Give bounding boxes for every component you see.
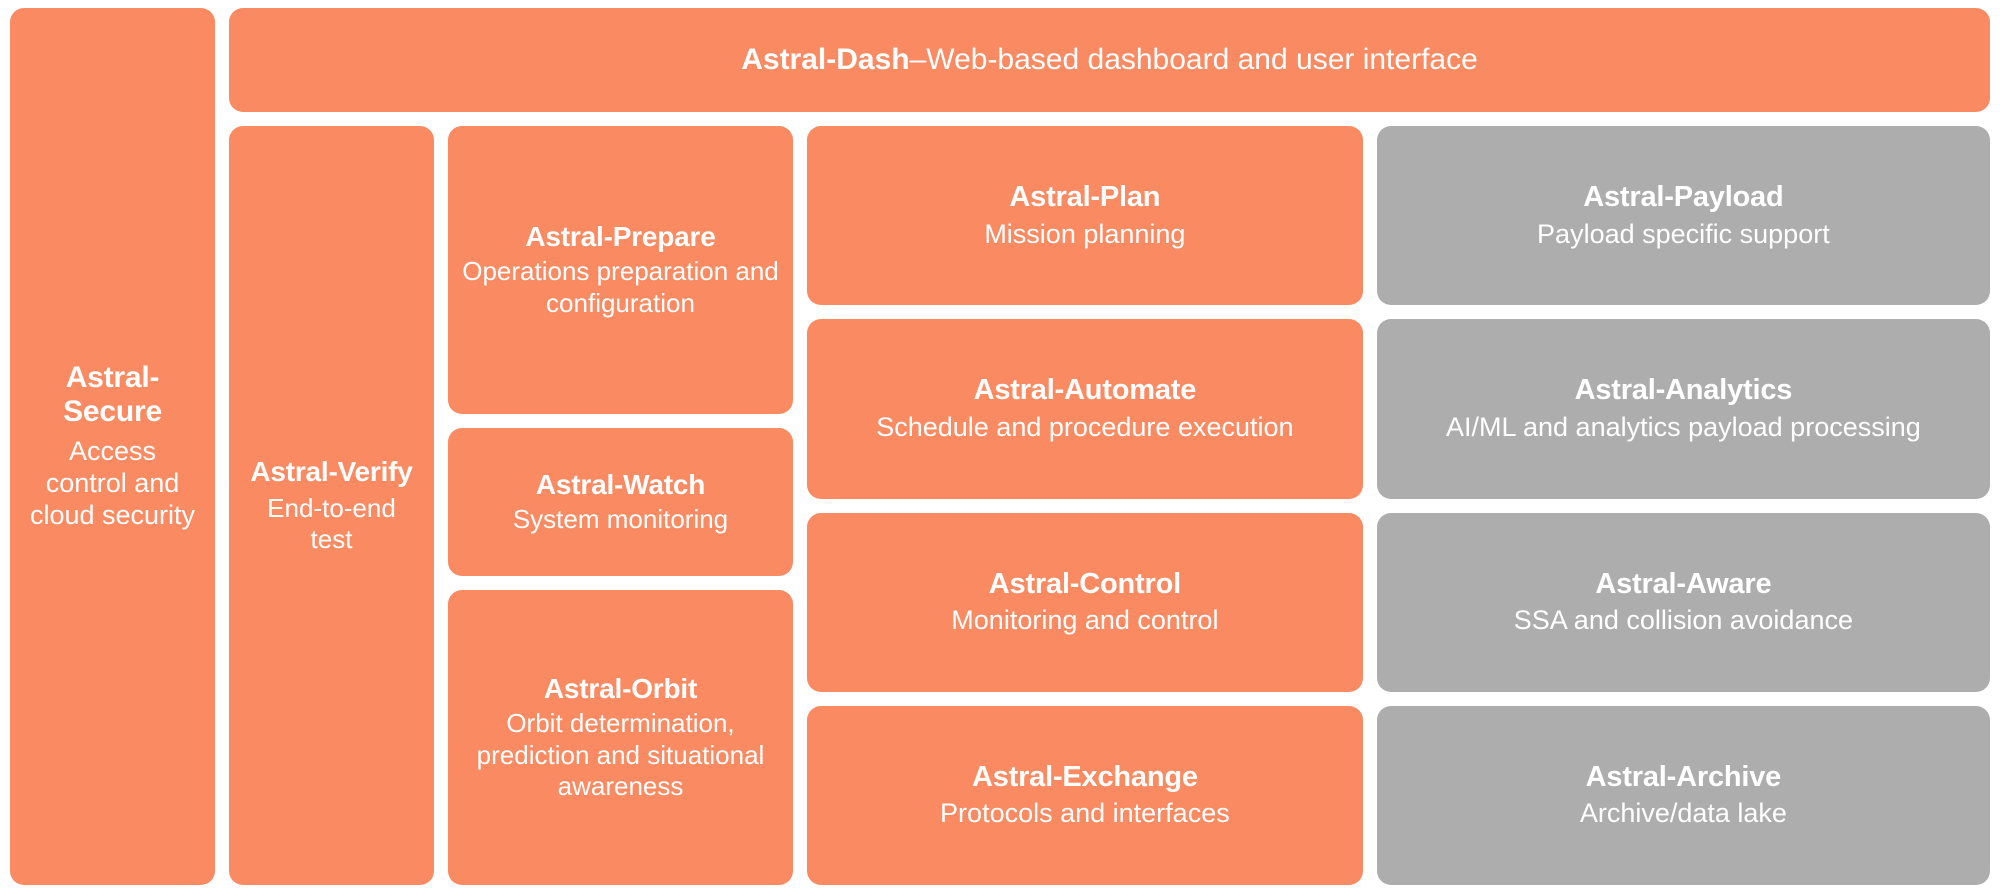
card-subtitle: System monitoring — [512, 504, 729, 535]
card-title: Astral-Verify — [250, 455, 413, 487]
card-astral-exchange[interactable]: Astral-Exchange Protocols and interfaces — [807, 705, 1363, 885]
banner-description: Web-based dashboard and user interface — [926, 43, 1478, 76]
banner-separator: – — [909, 43, 927, 76]
card-subtitle: Operations preparation and configuration — [462, 256, 779, 318]
card-title: Astral-Plan — [1009, 181, 1161, 214]
card-subtitle: Schedule and procedure execution — [876, 411, 1294, 442]
card-astral-watch[interactable]: Astral-Watch System monitoring — [448, 428, 793, 576]
card-subtitle: Monitoring and control — [951, 605, 1219, 636]
extensions-column: Astral-Payload Payload specific support … — [1376, 126, 1990, 885]
card-astral-payload[interactable]: Astral-Payload Payload specific support — [1376, 126, 1990, 306]
card-astral-secure[interactable]: Astral-Secure Access control and cloud s… — [10, 8, 215, 885]
card-astral-control[interactable]: Astral-Control Monitoring and control — [807, 512, 1363, 692]
card-title: Astral-Orbit — [543, 673, 698, 705]
card-title: Astral-Secure — [63, 361, 162, 428]
card-title: Astral-Archive — [1585, 760, 1782, 793]
card-subtitle: Access control and cloud security — [29, 435, 196, 531]
card-title: Astral-Analytics — [1574, 374, 1793, 407]
banner-title: Astral-Dash — [741, 43, 910, 76]
core-column: Astral-Plan Mission planning Astral-Auto… — [807, 126, 1363, 885]
card-subtitle: Orbit determination, prediction and situ… — [476, 708, 765, 801]
card-subtitle: Mission planning — [984, 218, 1186, 249]
banner-astral-dash[interactable]: Astral-Dash – Web-based dashboard and us… — [229, 8, 1990, 112]
operations-column: Astral-Prepare Operations preparation an… — [448, 126, 793, 885]
verify-column: Astral-Verify End-to-end test — [229, 126, 434, 885]
secure-column: Astral-Secure Access control and cloud s… — [10, 8, 215, 885]
card-astral-automate[interactable]: Astral-Automate Schedule and procedure e… — [807, 319, 1363, 499]
main-area: Astral-Dash – Web-based dashboard and us… — [229, 8, 1990, 885]
component-grid: Astral-Verify End-to-end test Astral-Pre… — [229, 126, 1990, 885]
card-astral-orbit[interactable]: Astral-Orbit Orbit determination, predic… — [448, 590, 793, 885]
card-subtitle: AI/ML and analytics payload processing — [1445, 411, 1921, 442]
card-astral-plan[interactable]: Astral-Plan Mission planning — [807, 126, 1363, 306]
card-title: Astral-Watch — [535, 468, 706, 500]
card-title: Astral-Control — [988, 567, 1181, 600]
card-title: Astral-Aware — [1595, 567, 1772, 600]
card-subtitle: Payload specific support — [1537, 218, 1830, 249]
card-subtitle: Archive/data lake — [1579, 798, 1787, 829]
card-subtitle: Protocols and interfaces — [940, 798, 1230, 829]
card-title: Astral-Payload — [1583, 181, 1784, 214]
card-title: Astral-Automate — [973, 374, 1197, 407]
card-subtitle: SSA and collision avoidance — [1513, 605, 1853, 636]
card-title: Astral-Prepare — [525, 221, 716, 253]
card-astral-verify[interactable]: Astral-Verify End-to-end test — [229, 126, 434, 885]
card-subtitle: End-to-end test — [267, 492, 396, 555]
card-astral-aware[interactable]: Astral-Aware SSA and collision avoidance — [1376, 512, 1990, 692]
card-astral-archive[interactable]: Astral-Archive Archive/data lake — [1376, 705, 1990, 885]
card-astral-prepare[interactable]: Astral-Prepare Operations preparation an… — [448, 126, 793, 414]
card-astral-analytics[interactable]: Astral-Analytics AI/ML and analytics pay… — [1376, 319, 1990, 499]
card-title: Astral-Exchange — [971, 760, 1198, 793]
